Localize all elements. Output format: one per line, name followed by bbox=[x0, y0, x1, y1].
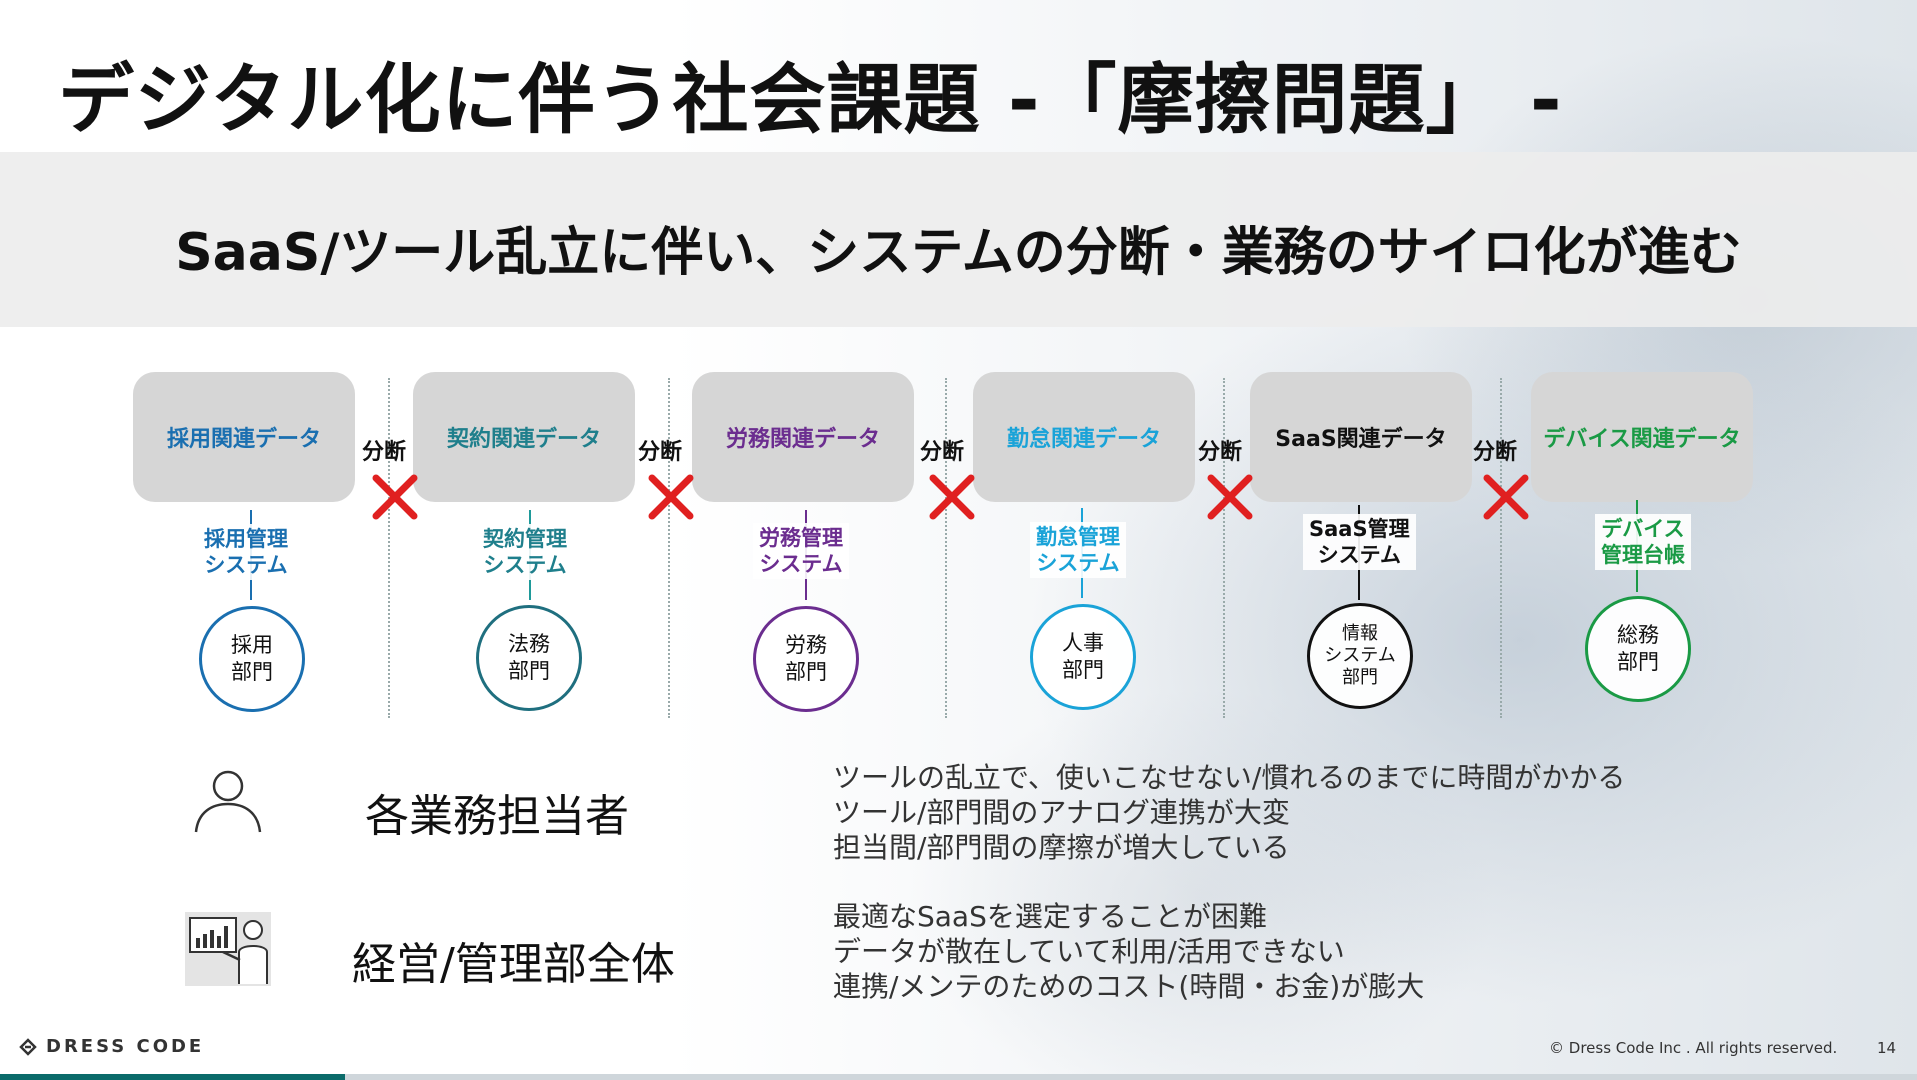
data-box-saas: SaaS関連データ bbox=[1250, 372, 1472, 502]
subtitle-banner: SaaS/ツール乱立に伴い、システムの分断・業務のサイロ化が進む bbox=[0, 152, 1917, 327]
person-outline-icon bbox=[194, 770, 262, 833]
divide-label: 分断 bbox=[638, 440, 683, 465]
dept-circle-it: 情報システム部門 bbox=[1307, 603, 1413, 709]
system-label-attendance: 勤怠管理システム bbox=[1030, 522, 1126, 578]
dept-circle-general-affairs: 総務部門 bbox=[1585, 596, 1691, 702]
data-box-device: デバイス関連データ bbox=[1531, 372, 1753, 502]
column-separator bbox=[945, 378, 947, 718]
divide-label: 分断 bbox=[1198, 440, 1243, 465]
page-number: 14 bbox=[1877, 1039, 1897, 1057]
column-separator bbox=[1500, 378, 1502, 718]
issue-item: ツールの乱立で、使いこなせない/慣れるのまでに時間がかかる bbox=[833, 761, 1626, 794]
role-label-management: 経営/管理部全体 bbox=[352, 939, 675, 990]
copyright-text: © Dress Code Inc . All rights reserved. bbox=[1549, 1039, 1838, 1057]
issue-item: データが散在していて利用/活用できない bbox=[833, 935, 1345, 968]
slide-title: デジタル化に伴う社会課題 -「摩擦問題」 - bbox=[58, 55, 1563, 144]
logo-text: DRESS CODE bbox=[46, 1036, 205, 1057]
cross-icon bbox=[648, 474, 694, 520]
role-label-staff: 各業務担当者 bbox=[365, 791, 629, 842]
system-label-contract: 契約管理システム bbox=[477, 524, 573, 580]
system-label-device: デバイス管理台帳 bbox=[1595, 514, 1691, 570]
footer-bar bbox=[0, 1074, 1917, 1080]
dept-circle-labor: 労務部門 bbox=[753, 606, 859, 712]
cross-icon bbox=[1207, 474, 1253, 520]
divide-label: 分断 bbox=[362, 440, 407, 465]
system-label-labor: 労務管理システム bbox=[753, 523, 849, 579]
column-separator bbox=[388, 378, 390, 718]
issue-item: 連携/メンテのためのコスト(時間・お金)が膨大 bbox=[833, 970, 1425, 1003]
dress-code-logo-icon bbox=[19, 1037, 37, 1056]
column-separator bbox=[668, 378, 670, 718]
issues-list-staff: ツールの乱立で、使いこなせない/慣れるのまでに時間がかかる ツール/部門間のアナ… bbox=[833, 760, 1625, 865]
cross-icon bbox=[1483, 474, 1529, 520]
data-box-attendance: 勤怠関連データ bbox=[973, 372, 1195, 502]
dept-circle-recruiting: 採用部門 bbox=[199, 606, 305, 712]
data-box-recruiting: 採用関連データ bbox=[133, 372, 355, 502]
system-label-recruiting: 採用管理システム bbox=[198, 524, 294, 580]
issues-list-management: 最適なSaaSを選定することが困難 データが散在していて利用/活用できない 連携… bbox=[833, 899, 1424, 1004]
system-label-saas: SaaS管理システム bbox=[1303, 514, 1416, 570]
data-box-contract: 契約関連データ bbox=[413, 372, 635, 502]
issue-item: 担当間/部門間の摩擦が増大している bbox=[833, 831, 1290, 864]
divide-label: 分断 bbox=[920, 440, 965, 465]
column-separator bbox=[1223, 378, 1225, 718]
slide-subtitle: SaaS/ツール乱立に伴い、システムの分断・業務のサイロ化が進む bbox=[175, 223, 1742, 283]
presenter-chart-icon bbox=[185, 912, 271, 986]
issue-item: 最適なSaaSを選定することが困難 bbox=[833, 900, 1267, 933]
dept-circle-legal: 法務部門 bbox=[476, 605, 582, 711]
data-box-labor: 労務関連データ bbox=[692, 372, 914, 502]
cross-icon bbox=[372, 474, 418, 520]
footer-accent-bar bbox=[0, 1074, 345, 1080]
dept-circle-hr: 人事部門 bbox=[1030, 604, 1136, 710]
issue-item: ツール/部門間のアナログ連携が大変 bbox=[833, 796, 1290, 829]
divide-label: 分断 bbox=[1473, 440, 1518, 465]
company-logo: DRESS CODE bbox=[18, 1036, 204, 1057]
cross-icon bbox=[929, 474, 975, 520]
